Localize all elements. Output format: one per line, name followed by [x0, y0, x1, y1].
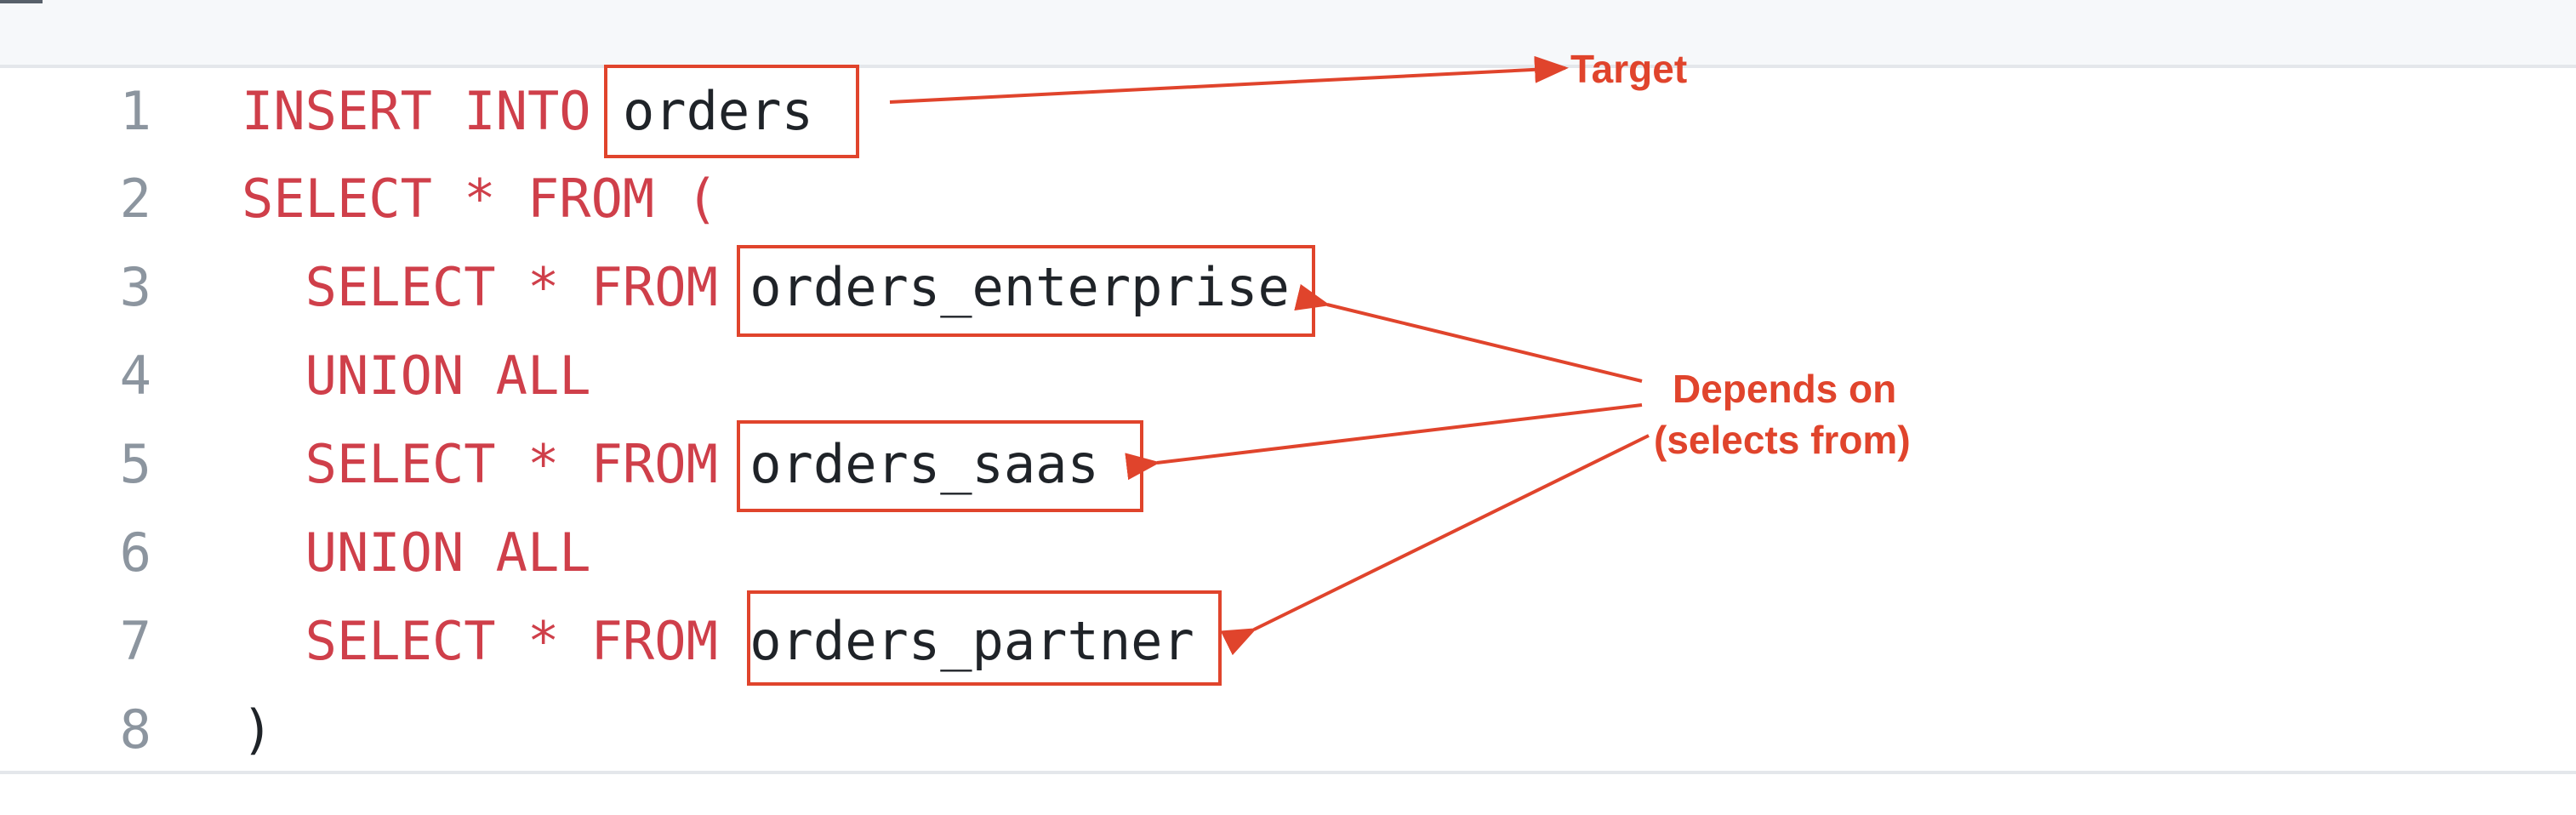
code-text: ) [242, 686, 273, 774]
sql-keyword: INSERT INTO [242, 80, 623, 142]
code-text: UNION ALL [242, 332, 591, 420]
sql-identifier: orders_enterprise [749, 256, 1290, 318]
code-text: SELECT * FROM orders_enterprise [242, 243, 1290, 332]
editor-bottom-border [0, 771, 2576, 774]
sql-keyword: SELECT * FROM [242, 610, 750, 672]
code-line[interactable]: 6 UNION ALL [0, 509, 2576, 597]
menu-icon[interactable] [0, 0, 43, 3]
target-annotation-label: Target [1570, 47, 1688, 91]
code-text: UNION ALL [242, 509, 591, 597]
sql-identifier: orders_saas [749, 433, 1099, 495]
code-text: SELECT * FROM orders_saas [242, 420, 1099, 509]
sql-keyword: SELECT * FROM [242, 433, 750, 495]
sql-identifier: orders_partner [749, 610, 1194, 672]
code-line[interactable]: 4 UNION ALL [0, 332, 2576, 420]
depends-annotation-label-line1: Depends on [1673, 367, 1897, 411]
line-number: 2 [119, 168, 151, 230]
sql-identifier: ) [242, 698, 274, 761]
code-line[interactable]: 5 SELECT * FROM orders_saas [0, 420, 2576, 509]
line-number: 6 [119, 521, 151, 584]
line-number: 4 [119, 345, 151, 407]
code-line[interactable]: 3 SELECT * FROM orders_enterprise [0, 243, 2576, 332]
code-line[interactable]: 2 SELECT * FROM ( [0, 155, 2576, 243]
editor-toolbar [0, 0, 2576, 68]
code-line[interactable]: 8) [0, 686, 2576, 774]
depends-annotation-label-line2: (selects from) [1654, 418, 1911, 462]
highlight-box-orders-partner [747, 590, 1222, 686]
sql-keyword: SELECT * FROM [242, 256, 750, 318]
sql-keyword: UNION ALL [242, 521, 591, 584]
code-line[interactable]: 1 INSERT INTO orders [0, 67, 2576, 156]
highlight-box-orders [604, 65, 859, 158]
line-number: 7 [119, 610, 151, 672]
code-text: SELECT * FROM ( [242, 155, 718, 243]
line-number: 3 [119, 256, 151, 318]
line-number: 1 [119, 80, 151, 142]
line-number: 8 [119, 698, 151, 761]
code-text: SELECT * FROM orders_partner [242, 597, 1194, 686]
sql-keyword: UNION ALL [242, 345, 591, 407]
highlight-box-orders-saas [737, 420, 1143, 512]
line-number: 5 [119, 433, 151, 495]
highlight-box-orders-enterprise [737, 245, 1315, 337]
code-text: INSERT INTO orders [242, 67, 813, 156]
sql-identifier: orders [622, 80, 813, 142]
sql-keyword: SELECT * FROM ( [242, 168, 718, 230]
code-line[interactable]: 7 SELECT * FROM orders_partner [0, 597, 2576, 686]
